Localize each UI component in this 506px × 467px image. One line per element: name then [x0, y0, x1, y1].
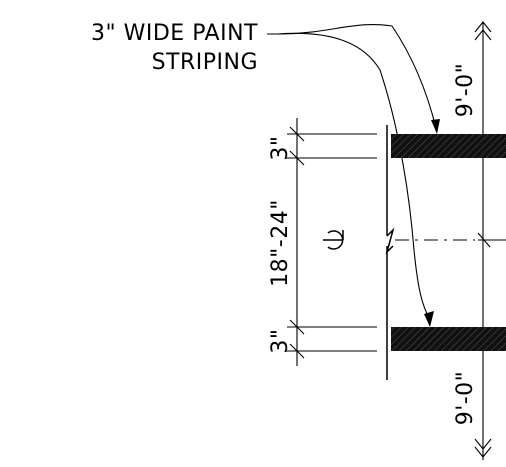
- stripe-width-top: 3": [268, 135, 293, 160]
- leader-arrowhead-bottom: [424, 311, 434, 327]
- gap-dimension: 18"-24": [268, 199, 293, 287]
- tick-1: [289, 126, 305, 142]
- tick-4: [289, 343, 305, 359]
- top-arrow: [474, 21, 492, 41]
- paint-stripe-bottom: [391, 327, 506, 351]
- paint-stripe-top: [391, 134, 506, 158]
- stripe-width-bottom: 3": [268, 328, 293, 353]
- leader-line-bottom-stripe: [277, 32, 431, 321]
- bottom-arrow: [474, 438, 492, 458]
- top-stall-dimension: 9'-0": [453, 63, 478, 118]
- callout-line-1: 3" WIDE PAINT: [91, 21, 258, 46]
- centerline-symbol-icon: [323, 230, 344, 250]
- tick-2: [289, 150, 305, 166]
- leader-arrowhead-top: [431, 119, 440, 134]
- leader-line-top-stripe: [267, 23, 437, 129]
- bottom-stall-dimension: 9'-0": [453, 371, 478, 426]
- break-symbol: [385, 227, 395, 255]
- tick-3: [289, 319, 305, 335]
- callout-line-2: STRIPING: [152, 50, 258, 75]
